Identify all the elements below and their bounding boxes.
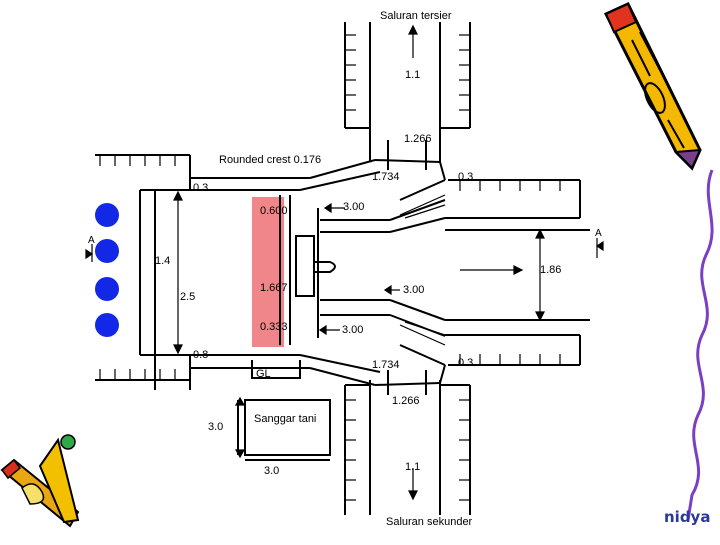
dim-3-00-b: 3.00 <box>403 284 424 296</box>
dim-3-00-a: 3.00 <box>343 201 364 213</box>
section-marker-right <box>595 238 604 258</box>
dim-1-4: 1.4 <box>155 255 170 267</box>
dim-2-5: 2.5 <box>180 291 195 303</box>
dim-sanggar-w: 3.0 <box>264 465 279 477</box>
brand-label: nidya <box>664 508 711 526</box>
dim-top-1-1: 1.1 <box>405 69 420 81</box>
label-crest: Rounded crest 0.176 <box>219 154 321 166</box>
dimension-arrows <box>173 24 545 501</box>
highlight-band <box>252 197 284 347</box>
dim-right-top-0-3: 0.3 <box>458 171 473 183</box>
dot-1 <box>95 203 119 227</box>
section-right-label: A <box>595 228 602 239</box>
hatch-marks <box>99 34 561 501</box>
dim-left-0-3: 0.3 <box>193 182 208 194</box>
structure-lines <box>95 22 590 515</box>
dot-2 <box>95 239 119 263</box>
pencil-icon <box>603 2 702 171</box>
dim-right-bot-0-3: 0.3 <box>458 357 473 369</box>
dim-0-333: 0.333 <box>260 321 288 333</box>
dim-bot-1-734: 1.734 <box>372 359 400 371</box>
dot-4 <box>95 313 119 337</box>
label-gl: GL <box>256 368 271 380</box>
dim-0-600: 0.600 <box>260 205 288 217</box>
dim-top-1-266: 1.266 <box>404 133 432 145</box>
dot-3 <box>95 277 119 301</box>
section-marker-left <box>85 244 94 262</box>
label-top-channel: Saluran tersier <box>380 10 452 22</box>
dim-bot-1-1: 1.1 <box>405 461 420 473</box>
dim-left-0-8: 0.8 <box>193 349 208 361</box>
section-left-label: A <box>88 235 95 246</box>
dim-bot-1-266: 1.266 <box>392 395 420 407</box>
dim-sanggar-h: 3.0 <box>208 421 223 433</box>
label-bottom-channel: Saluran sekunder <box>386 516 473 528</box>
pencils-icon <box>0 434 80 528</box>
dim-top-1-734: 1.734 <box>372 171 400 183</box>
dim-1-86: 1.86 <box>540 264 561 276</box>
dim-3-00-c: 3.00 <box>342 324 363 336</box>
blue-dots <box>95 203 119 337</box>
dim-1-667: 1.667 <box>260 282 288 294</box>
label-sanggar-tani: Sanggar tani <box>254 413 316 425</box>
squiggle-decoration <box>686 169 714 521</box>
